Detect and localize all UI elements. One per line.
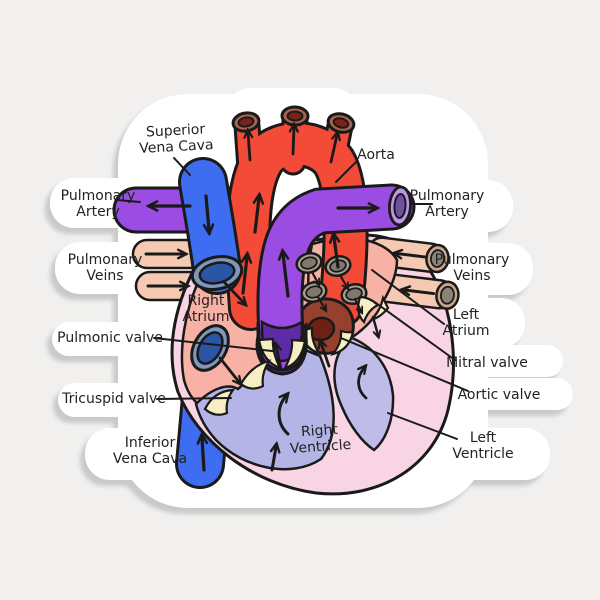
label-text: Aortic valve [457, 387, 541, 403]
label-pulmonary-veins-right: Pulmonary Veins [435, 252, 510, 284]
right-ventricle-region [194, 346, 335, 471]
label-aortic-valve: Aortic valve [458, 387, 541, 403]
label-text: Inferior [124, 435, 176, 451]
label-text: Veins [86, 268, 124, 284]
label-left-ventricle: Left Ventricle [452, 430, 513, 462]
aorta-branch-openings [231, 105, 356, 134]
tricuspid-valve-leaflets [203, 359, 272, 416]
aortic-valve-leaflet [330, 329, 355, 356]
label-pulmonary-veins-left: Pulmonary Veins [68, 252, 143, 284]
label-text: Vena Cava [112, 451, 188, 467]
label-text: Atrium [182, 309, 230, 325]
label-mitral-valve: Mitral valve [446, 355, 528, 371]
label-pulmonary-artery-left: Pulmonary Artery [61, 188, 136, 220]
label-left-atrium: Left Atrium [443, 307, 490, 339]
label-text: Artery [76, 204, 120, 220]
label-inferior-vena-cava: Inferior Vena Cava [113, 435, 187, 467]
label-text: Tricuspid valve [62, 391, 166, 407]
label-text: Artery [425, 204, 469, 220]
label-text: Pulmonary [409, 188, 485, 204]
label-text: Pulmonary [60, 188, 136, 204]
label-text: Ventricle [452, 446, 514, 462]
label-pulmonic-valve: Pulmonic valve [57, 330, 163, 346]
label-right-atrium: Right Atrium [183, 293, 230, 325]
label-text: Veins [453, 268, 491, 284]
label-text: Atrium [442, 323, 490, 339]
label-text: Right [187, 293, 225, 309]
label-text: Pulmonic valve [57, 330, 163, 346]
label-superior-vena-cava: Superior Vena Cava [138, 121, 214, 156]
pulmonary-artery-opening [388, 185, 412, 227]
label-leader-lines [116, 157, 469, 440]
label-text: Left [452, 307, 480, 323]
label-text: Aorta [357, 147, 395, 163]
svc-opening [190, 255, 244, 291]
pulmonic-valve-leaflet [282, 338, 307, 370]
label-text: Pulmonary [434, 252, 510, 268]
label-pulmonary-artery-right: Pulmonary Artery [410, 188, 485, 220]
label-text: Left [469, 430, 497, 446]
label-text: Mitral valve [446, 355, 528, 371]
blood-flow-arrows [144, 127, 436, 472]
label-aorta: Aorta [357, 147, 395, 163]
label-text: Pulmonary [67, 252, 143, 268]
label-tricuspid-valve: Tricuspid valve [62, 391, 166, 407]
label-right-ventricle: Right Ventricle [288, 421, 351, 457]
